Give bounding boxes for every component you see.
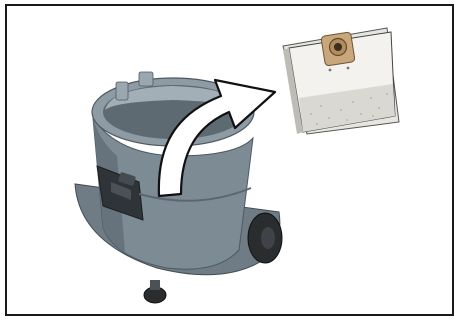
illustration-frame <box>5 4 454 316</box>
rim-clip-left <box>115 81 129 101</box>
insertion-arrow-icon <box>157 78 277 198</box>
rim-clip-back <box>138 71 154 87</box>
dust-bag <box>282 27 400 135</box>
panel-latch <box>111 182 131 200</box>
panel-inlet <box>118 172 136 186</box>
dust-bag-dust <box>299 84 395 132</box>
caster-mount <box>150 280 160 290</box>
insertion-arrow <box>157 78 277 198</box>
dust-bag-inlet-hole <box>334 43 342 51</box>
illustration-canvas <box>74 27 400 304</box>
container-inner-wall <box>105 86 243 110</box>
container-rib <box>138 187 252 202</box>
vacuum-container <box>74 71 283 304</box>
bag-marking-dot <box>346 66 350 70</box>
bag-marking-dot <box>328 68 332 72</box>
dust-speckles <box>310 93 388 125</box>
dust-bag-gusset <box>283 48 303 134</box>
rear-wheel-hub <box>261 227 275 249</box>
